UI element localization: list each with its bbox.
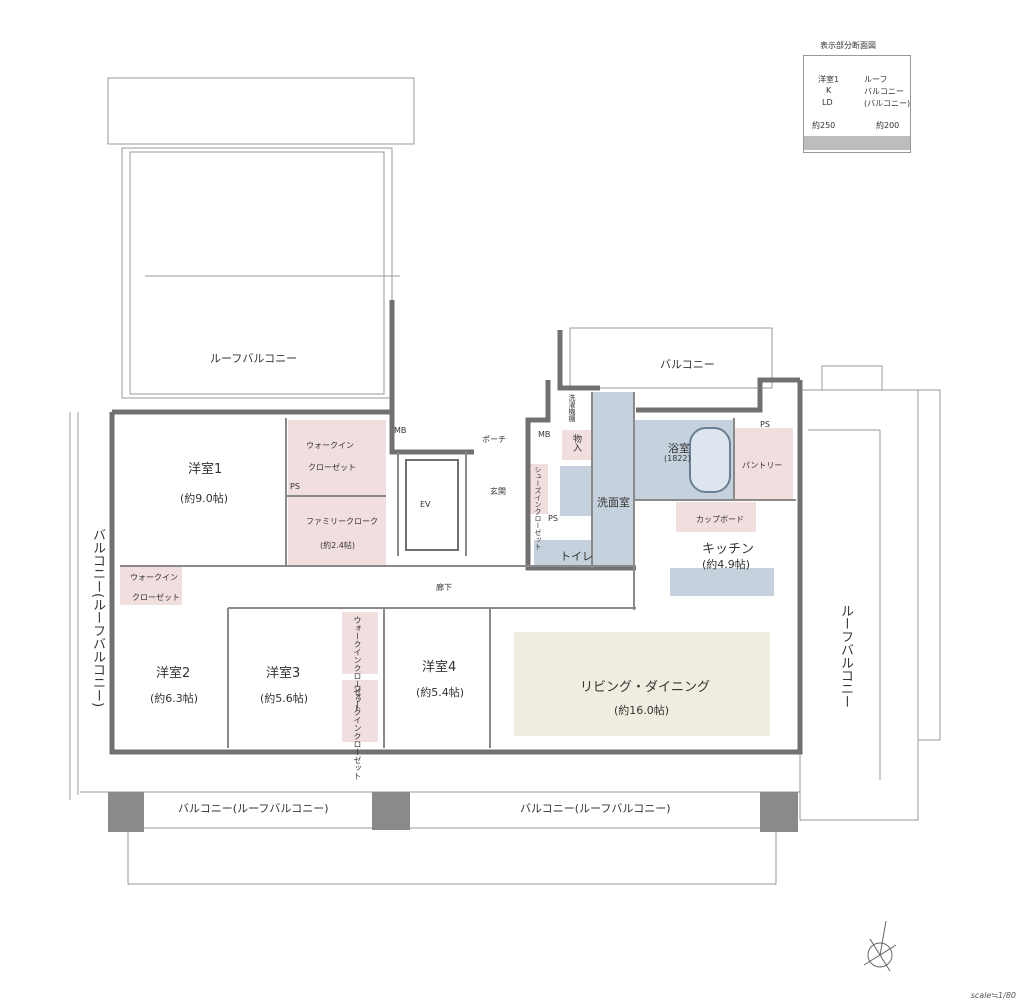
mb-label-2: MB [538, 430, 551, 439]
compass-icon [863, 920, 897, 972]
living-size: (約16.0帖) [614, 704, 670, 717]
legend-left-2: K [826, 86, 832, 95]
scale-label: scale≒1/80 [970, 991, 1016, 1000]
legend-dim-right: 約200 [876, 121, 900, 130]
ps-label-3: PS [760, 420, 770, 429]
western2-name: 洋室2 [156, 666, 191, 681]
western3-size: (約5.6帖) [260, 692, 309, 705]
pillar [760, 792, 798, 832]
legend-right-2: バルコニー [864, 87, 904, 96]
western4-size: (約5.4帖) [416, 686, 465, 699]
family-cloak-size: (約2.4帖) [320, 541, 355, 550]
hallway-label: 廊下 [436, 583, 452, 592]
western1-size: (約9.0帖) [180, 492, 229, 505]
legend-dim-left: 約250 [812, 121, 836, 130]
bath-name: 浴室 [668, 442, 690, 455]
toilet-label: トイレ [560, 550, 593, 563]
pillar [108, 792, 144, 832]
shoes-closet-label: シューズインクローゼット [534, 466, 542, 550]
family-cloak-fill [288, 496, 386, 566]
living-fill [514, 632, 770, 736]
cupboard-fill [676, 502, 756, 532]
wash-basin-fill [560, 466, 592, 516]
pantry-fill [735, 428, 793, 500]
walkin3-label: ウォークインクローゼット [353, 616, 362, 712]
western4-name: 洋室4 [422, 660, 457, 675]
kitchen-counter-fill [670, 568, 774, 596]
kitchen-size: (約4.9帖) [702, 558, 751, 571]
living-name: リビング・ダイニング [580, 680, 711, 695]
legend-right-3: (バルコニー) [864, 99, 911, 108]
washroom-label: 洗面室 [597, 496, 630, 509]
ps-label-1: PS [290, 482, 300, 491]
roof-balcony-top: ルーフバルコニー [210, 352, 298, 365]
legend-floor-slab [804, 136, 910, 150]
shoes-closet-fill [528, 464, 548, 514]
family-cloak: ファミリークローク [306, 517, 378, 526]
pillar [372, 792, 410, 830]
ps-label-2: PS [548, 514, 558, 523]
walkin2-b: クローゼット [132, 593, 180, 602]
western2-size: (約6.3帖) [150, 692, 199, 705]
balcony-top: バルコニー [660, 358, 715, 371]
storage-fill [562, 430, 592, 460]
top-balcony-outline [107, 77, 415, 145]
legend-title: 表示部分断面図 [820, 41, 876, 50]
walkin-closet2-fill [120, 567, 182, 605]
western1-name: 洋室1 [188, 462, 223, 477]
pantry-label: パントリー [742, 461, 783, 470]
bath-size: (1822) [664, 454, 691, 463]
ev-shaft [405, 459, 459, 551]
legend-left-1: 洋室1 [818, 75, 840, 84]
walkin4-label: ウォークインクローゼット [353, 684, 362, 780]
laundry-shelf-label: 洗濯機棚 [568, 394, 576, 422]
balcony-bottom-right: バルコニー(ルーフバルコニー) [520, 802, 671, 815]
bathtub [689, 427, 731, 493]
mb-label-1: MB [394, 426, 407, 435]
walkin2-a: ウォークイン [130, 573, 178, 582]
balcony-bottom-left: バルコニー(ルーフバルコニー) [178, 802, 329, 815]
storage-label: 物入 [571, 434, 581, 452]
balcony-right-label: ルーフバルコニー [838, 604, 853, 708]
porch-label: ポーチ [482, 435, 506, 444]
walkin1-b: クローゼット [308, 463, 356, 472]
legend-left-3: LD [822, 98, 833, 107]
legend-right-1: ルーフ [864, 75, 888, 84]
legend-section-diagram: 洋室1 K LD ルーフ バルコニー (バルコニー) 約250 約200 [803, 55, 911, 153]
toilet-fill [534, 540, 592, 568]
walkin-closet4-fill [342, 680, 378, 742]
western3-name: 洋室3 [266, 666, 301, 681]
ev-label: EV [420, 500, 431, 509]
walkin-closet1-fill [288, 420, 386, 496]
walkin-closet3-fill [342, 612, 378, 674]
walkin1-a: ウォークイン [306, 441, 354, 450]
washroom-fill [592, 392, 634, 568]
entrance-label: 玄関 [490, 487, 506, 496]
kitchen-name: キッチン [702, 542, 755, 557]
balcony-left-label: バルコニー(ルーフバルコニー) [90, 528, 105, 708]
cupboard-label: カップボード [696, 515, 744, 524]
